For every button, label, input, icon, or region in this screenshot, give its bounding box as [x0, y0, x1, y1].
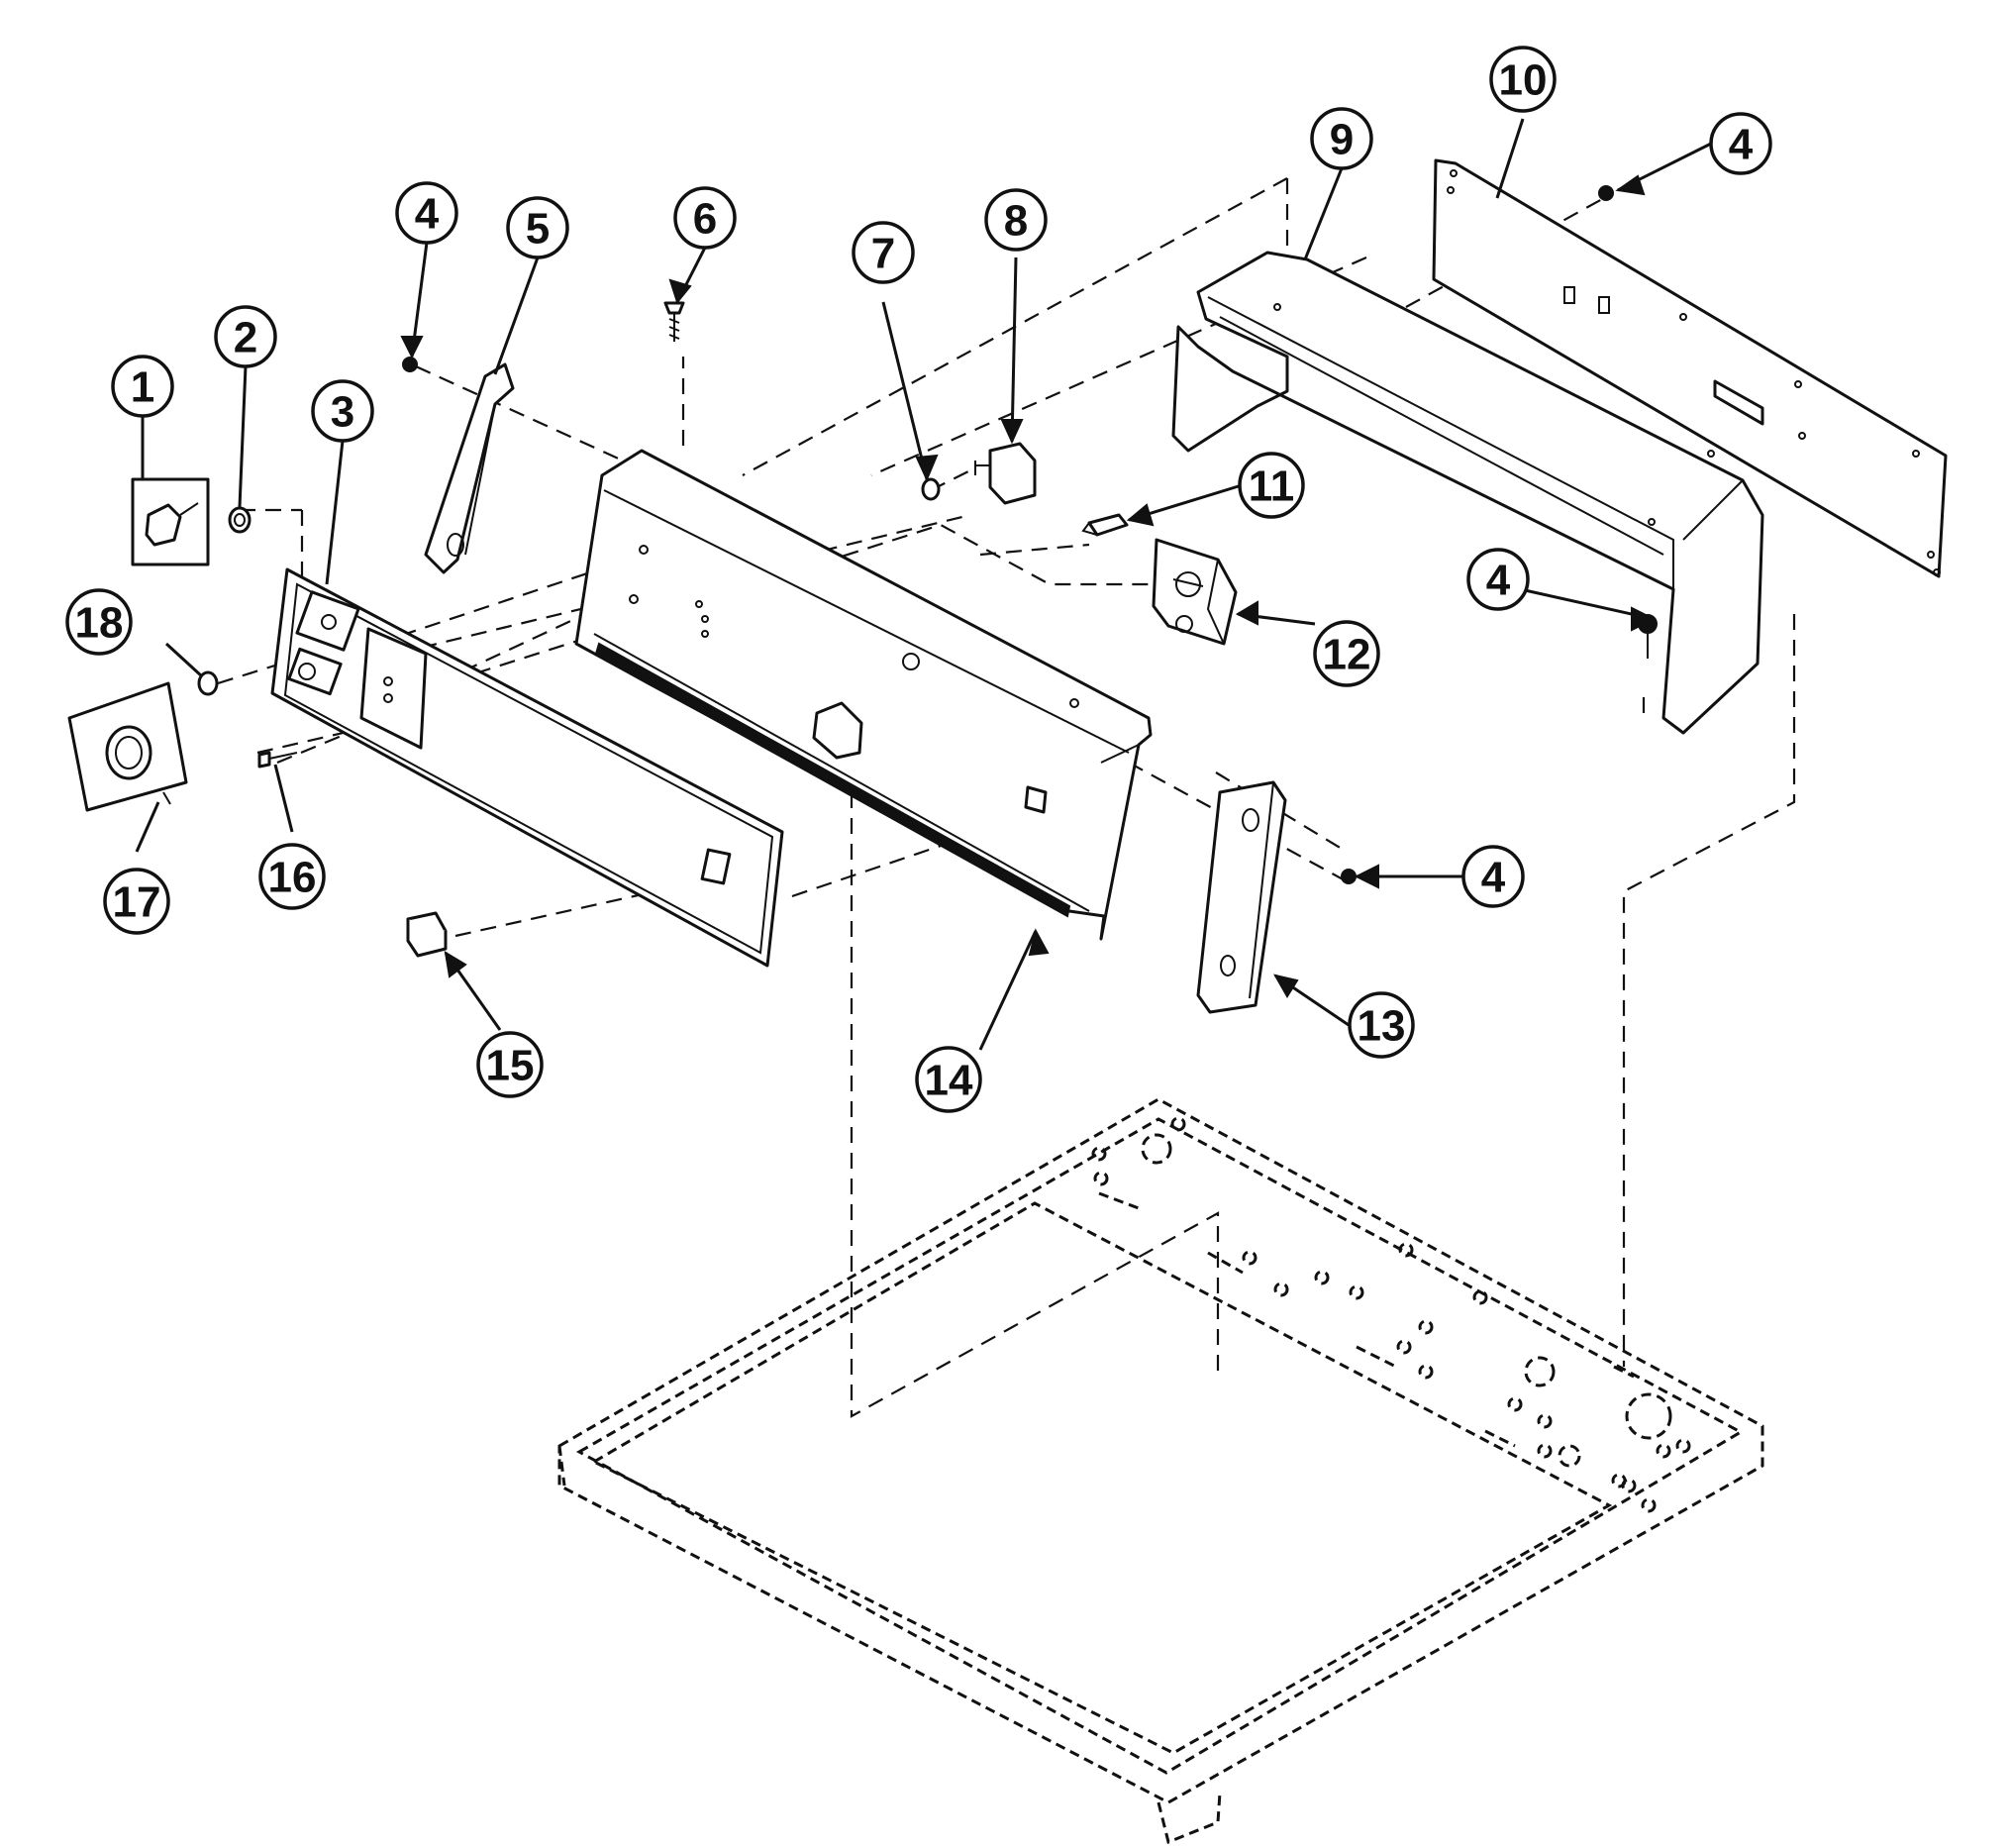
callout-12: 12: [1313, 620, 1380, 687]
part-8-switch: [974, 442, 1037, 505]
callout-16-label: 16: [268, 854, 317, 902]
callout-6: 6: [673, 186, 737, 250]
part-5-left-end-bracket: [424, 362, 515, 574]
part-15-rocker-switch: [406, 911, 448, 958]
callout-15-label: 15: [486, 1042, 535, 1090]
callout-4d-label: 4: [1481, 854, 1506, 902]
callout-17-label: 17: [113, 878, 161, 927]
callout-11: 11: [1238, 452, 1305, 519]
part-2-spring-clip: [228, 506, 252, 534]
part-4-screw-d: [1341, 869, 1357, 884]
part-18-washer: [197, 670, 219, 696]
callout-1-label: 1: [131, 363, 154, 412]
callout-15: 15: [476, 1031, 544, 1098]
cabinet-hole-pattern: [1091, 1116, 1691, 1513]
callout-18-label: 18: [75, 599, 124, 648]
callout-5: 5: [506, 196, 569, 259]
part-10-rear-panel: [1432, 158, 1948, 578]
callout-11-label: 11: [1249, 462, 1295, 511]
callout-14: 14: [915, 1046, 982, 1113]
callout-6-label: 6: [693, 195, 717, 244]
callout-13-label: 13: [1358, 1002, 1406, 1051]
part-3-control-panel: [270, 567, 784, 968]
callout-4-top-right: 4: [1709, 112, 1772, 175]
callout-2: 2: [214, 305, 277, 368]
callout-4a-label: 4: [415, 190, 440, 239]
callout-9-label: 9: [1330, 116, 1354, 164]
part-7-washer: [921, 477, 941, 501]
part-16-screw: [257, 751, 298, 769]
part-12-timer: [1152, 538, 1238, 646]
callout-2-label: 2: [234, 314, 257, 362]
callout-10: 10: [1489, 46, 1557, 113]
part-9-console-cover: [1171, 251, 1764, 735]
part-1-knob-box: [131, 477, 210, 566]
part-11-lamp: [1081, 513, 1129, 537]
part-4-screw-b: [1598, 185, 1614, 201]
callout-4-mid-right: 4: [1466, 548, 1530, 611]
callout-18: 18: [65, 588, 133, 656]
callout-12-label: 12: [1323, 631, 1371, 679]
callout-8-label: 8: [1004, 197, 1028, 246]
callout-1: 1: [111, 355, 174, 418]
callout-3: 3: [311, 379, 374, 443]
callout-4b-label: 4: [1729, 121, 1754, 169]
callout-14-label: 14: [925, 1057, 973, 1105]
callout-4c-label: 4: [1486, 557, 1511, 605]
callout-8: 8: [984, 188, 1048, 252]
callout-9: 9: [1310, 107, 1373, 170]
part-14-control-housing: [574, 449, 1153, 941]
part-13-right-end-bracket: [1196, 780, 1287, 1014]
cabinet-top-outline: [557, 1097, 1764, 1845]
callout-16: 16: [258, 843, 326, 910]
callout-3-label: 3: [331, 388, 354, 437]
callout-7-label: 7: [871, 230, 895, 278]
part-6-screw: [663, 301, 685, 342]
part-17-knob-box: [67, 681, 188, 812]
callout-4-top-left: 4: [395, 181, 458, 245]
callout-arrowheads: [400, 174, 1657, 998]
callout-7: 7: [852, 221, 915, 284]
callout-17: 17: [103, 868, 170, 935]
callout-10-label: 10: [1499, 56, 1548, 105]
callout-5-label: 5: [526, 205, 550, 254]
callout-4-lower-right: 4: [1461, 845, 1525, 908]
part-4-screw-a: [402, 357, 418, 372]
callout-13: 13: [1348, 991, 1415, 1059]
